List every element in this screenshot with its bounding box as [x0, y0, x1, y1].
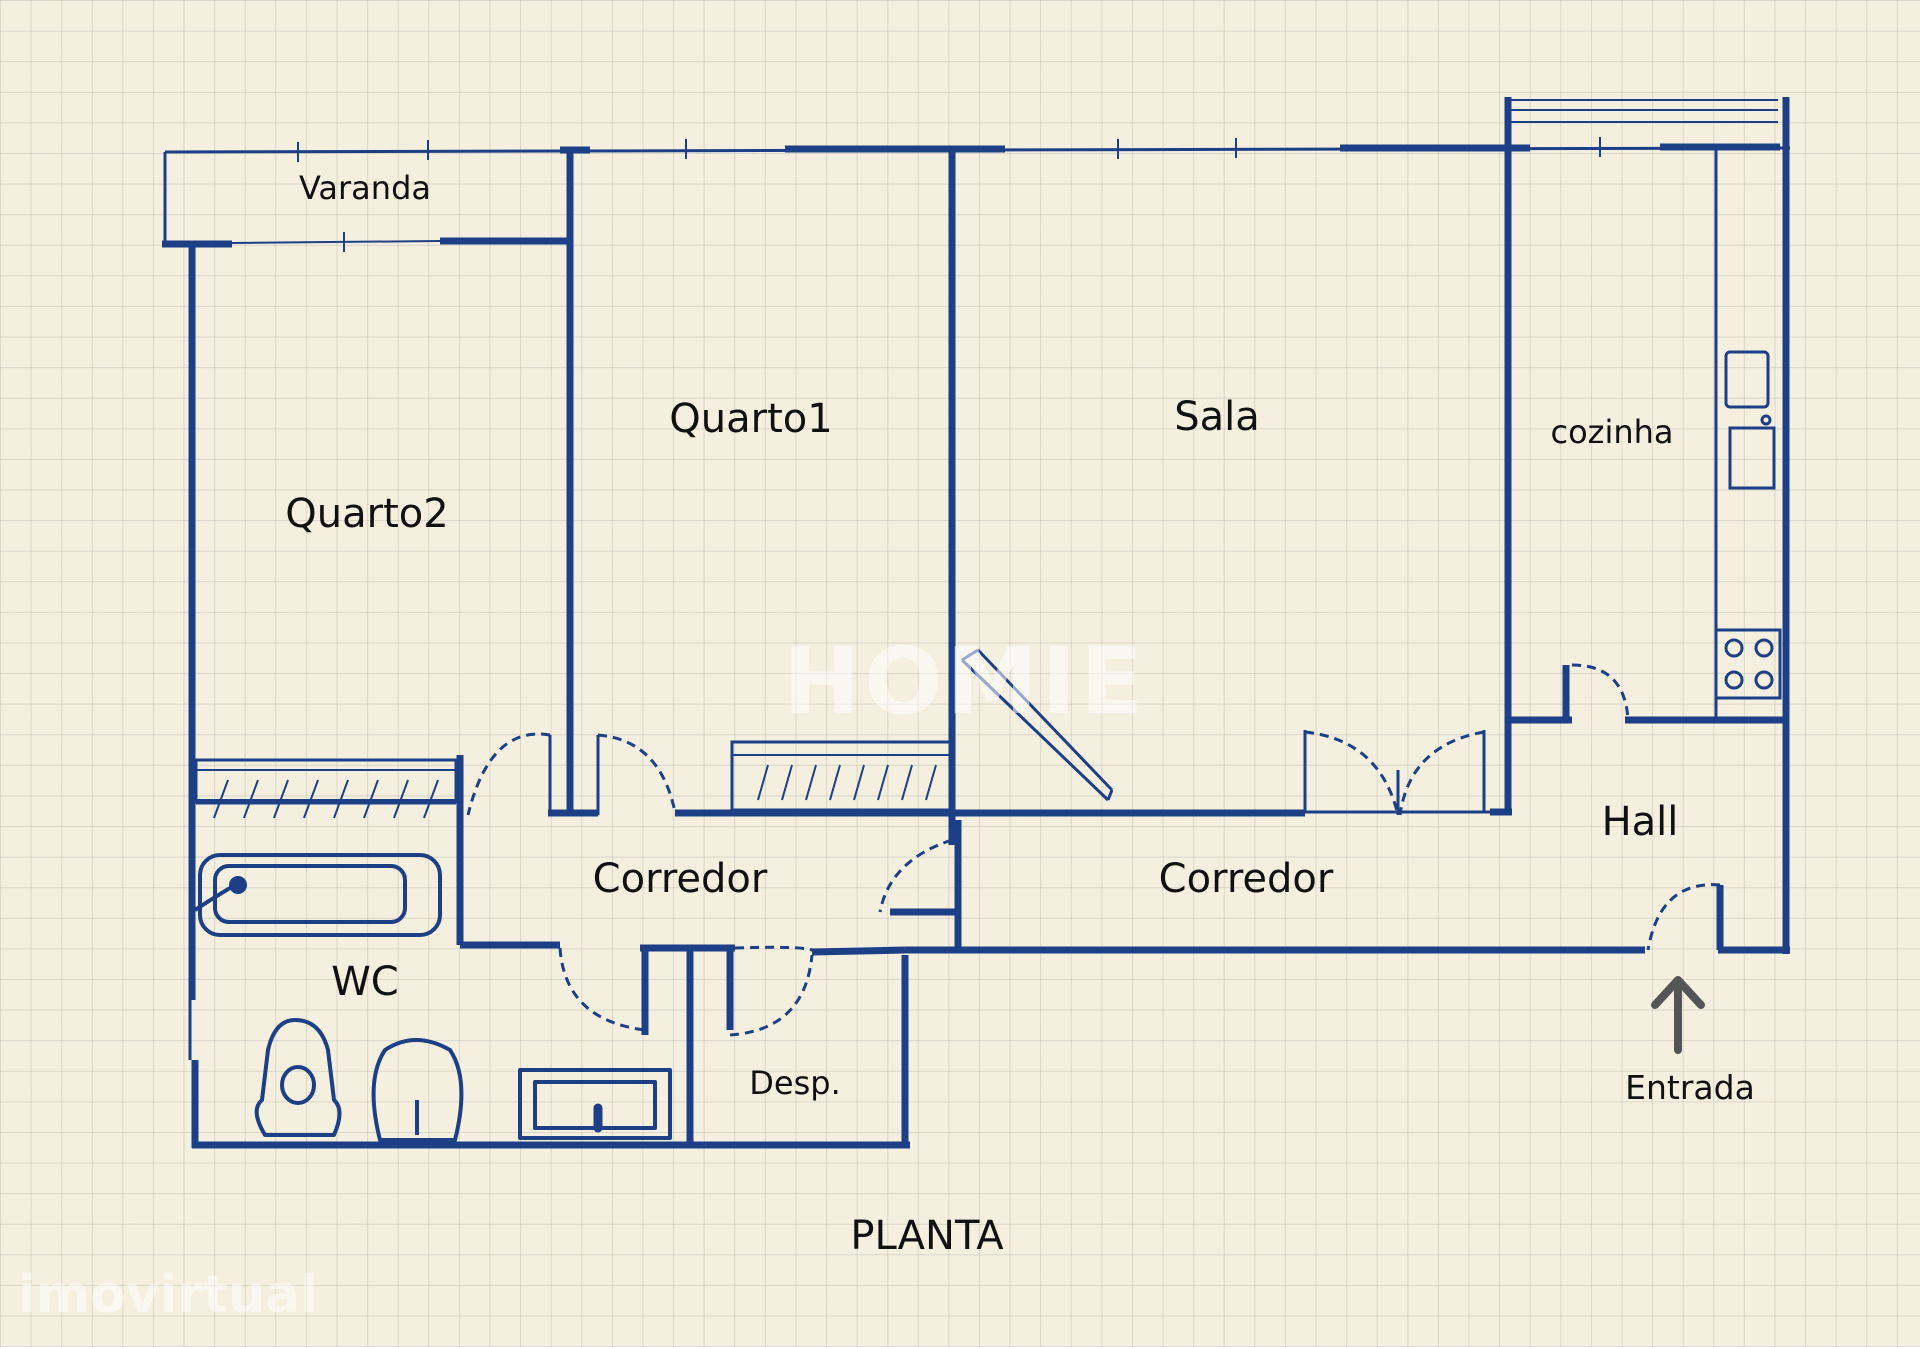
label-wc: WC — [331, 959, 398, 1005]
kitchen-counter — [1714, 150, 1782, 718]
label-quarto2: Quarto2 — [285, 491, 448, 537]
doors — [466, 648, 1721, 1037]
walls — [162, 97, 1791, 1149]
label-corredor-right: Corredor — [1159, 856, 1334, 902]
kitchen-balcony — [1504, 97, 1778, 148]
label-entrada: Entrada — [1625, 1068, 1755, 1107]
watermark-center: HOMIE — [783, 628, 1147, 735]
label-quarto1: Quarto1 — [669, 396, 832, 442]
room-labels: Varanda Quarto2 Quarto1 Sala cozinha Hal… — [285, 169, 1755, 1259]
label-sala: Sala — [1174, 394, 1260, 440]
wc-fixtures — [193, 853, 672, 1142]
plan-title: PLANTA — [850, 1213, 1004, 1259]
label-cozinha: cozinha — [1550, 413, 1673, 451]
watermark-corner: imovirtual — [18, 1265, 318, 1325]
label-desp: Desp. — [749, 1064, 840, 1102]
label-corredor-left: Corredor — [593, 856, 768, 902]
label-varanda: Varanda — [299, 169, 431, 207]
label-hall: Hall — [1602, 799, 1679, 845]
entrance-arrow-icon — [1651, 976, 1705, 1054]
wardrobes — [194, 740, 952, 819]
